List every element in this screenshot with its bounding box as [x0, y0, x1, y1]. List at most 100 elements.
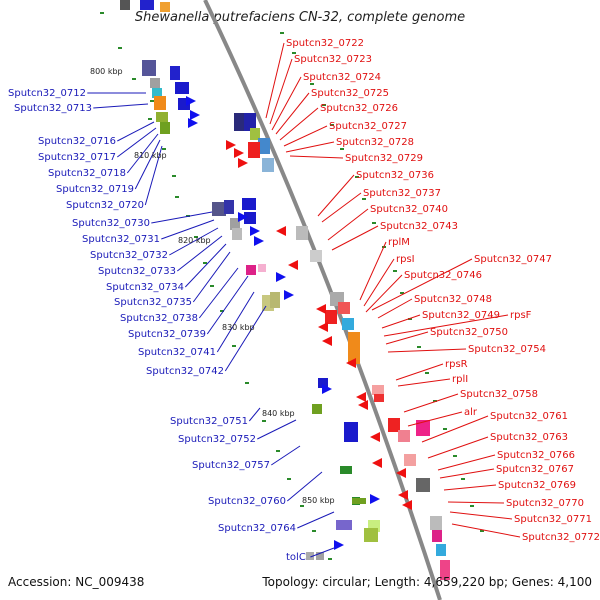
gene-feature	[140, 0, 154, 10]
leader-line	[310, 547, 335, 558]
track-tick	[232, 345, 236, 347]
gene-feature	[310, 250, 322, 262]
gene-feature	[120, 0, 130, 10]
track-tick	[210, 285, 214, 287]
gene-label-left: Sputcn32_0739	[128, 329, 206, 340]
leader-line	[271, 76, 302, 131]
gene-label-left: Sputcn32_0713	[14, 103, 92, 114]
gene-feature	[374, 394, 384, 402]
leader-line	[134, 139, 161, 190]
leader-line	[387, 348, 467, 353]
strand-arrow	[186, 96, 196, 106]
gene-label-left: Sputcn32_0731	[82, 234, 160, 245]
gene-feature	[316, 552, 324, 560]
leader-line	[331, 225, 379, 251]
strand-arrow	[254, 236, 264, 246]
gene-label-left: Sputcn32_0738	[120, 313, 198, 324]
gene-feature	[398, 430, 410, 442]
gene-feature	[312, 404, 322, 414]
gene-label-left: Sputcn32_0742	[146, 366, 224, 377]
genome-summary: Topology: circular; Length: 4,659,220 bp…	[262, 575, 592, 589]
gene-feature	[244, 113, 256, 131]
gene-feature	[440, 560, 450, 580]
track-tick	[355, 176, 359, 178]
gene-label-left: tolC	[286, 552, 306, 563]
leader-line	[297, 511, 335, 529]
leader-line	[397, 378, 451, 387]
gene-feature	[296, 226, 308, 240]
strand-arrow	[356, 392, 366, 402]
leader-line	[279, 107, 319, 141]
track-tick	[220, 310, 224, 312]
track-tick	[310, 83, 314, 85]
gene-label-right: Sputcn32_0740	[370, 204, 448, 215]
gene-feature	[416, 420, 430, 436]
gene-feature	[175, 82, 189, 94]
gene-feature	[336, 520, 352, 530]
track-tick	[480, 530, 484, 532]
track-tick	[287, 478, 291, 480]
gene-label-left: Sputcn32_0712	[8, 88, 86, 99]
track-tick	[172, 175, 176, 177]
track-tick	[372, 222, 376, 224]
track-tick	[162, 148, 166, 150]
leader-line	[224, 305, 267, 372]
leader-line	[403, 393, 459, 413]
gene-label-right: rpsR	[445, 359, 468, 370]
gene-feature	[344, 422, 358, 442]
gene-label-right: Sputcn32_0748	[414, 294, 492, 305]
gene-label-left: Sputcn32_0760	[208, 496, 286, 507]
leader-line	[421, 415, 489, 443]
track-tick	[328, 558, 332, 560]
gene-feature	[150, 78, 160, 88]
strand-arrow	[284, 290, 294, 300]
gene-feature	[432, 530, 442, 542]
strand-arrow	[238, 212, 248, 222]
track-tick	[433, 400, 437, 402]
leader-line	[283, 125, 328, 147]
gene-feature	[152, 88, 162, 98]
strand-arrow	[316, 304, 326, 314]
leader-line	[363, 258, 395, 307]
gene-label-left: Sputcn32_0732	[90, 250, 168, 261]
gene-feature	[262, 158, 274, 172]
strand-arrow	[190, 110, 200, 120]
gene-feature	[372, 385, 384, 395]
gene-label-right: Sputcn32_0766	[497, 450, 575, 461]
strand-arrow	[402, 500, 412, 510]
track-tick	[150, 100, 154, 102]
gene-label-left: Sputcn32_0741	[138, 347, 216, 358]
leader-line	[289, 155, 344, 159]
leader-line	[443, 484, 497, 491]
gene-label-right: Sputcn32_0746	[404, 270, 482, 281]
leader-line	[395, 363, 444, 381]
leader-line	[126, 133, 159, 174]
track-tick	[408, 318, 412, 320]
strand-arrow	[250, 226, 260, 236]
gene-label-right: Sputcn32_0750	[430, 327, 508, 338]
track-tick	[118, 47, 122, 49]
leader-line	[317, 174, 355, 217]
leader-line	[286, 471, 323, 502]
track-tick	[443, 428, 447, 430]
gene-feature	[244, 212, 256, 224]
gene-label-right: rpsI	[396, 254, 415, 265]
gene-feature	[318, 378, 328, 388]
leader-line	[93, 103, 149, 109]
gene-label-right: Sputcn32_0758	[460, 389, 538, 400]
track-tick	[400, 292, 404, 294]
gene-feature	[154, 96, 166, 110]
scale-tick-label: 840 kbp	[262, 409, 295, 418]
gene-label-right: Sputcn32_0771	[514, 514, 592, 525]
leader-line	[327, 208, 369, 241]
gene-feature	[160, 122, 170, 134]
leader-line	[117, 121, 155, 142]
leader-line	[176, 235, 223, 272]
gene-feature	[234, 113, 246, 131]
gene-feature	[388, 418, 400, 432]
track-tick	[276, 450, 280, 452]
gene-feature	[142, 60, 156, 76]
gene-label-right: Sputcn32_0725	[311, 88, 389, 99]
gene-feature	[430, 516, 442, 530]
gene-label-right: Sputcn32_0737	[363, 188, 441, 199]
